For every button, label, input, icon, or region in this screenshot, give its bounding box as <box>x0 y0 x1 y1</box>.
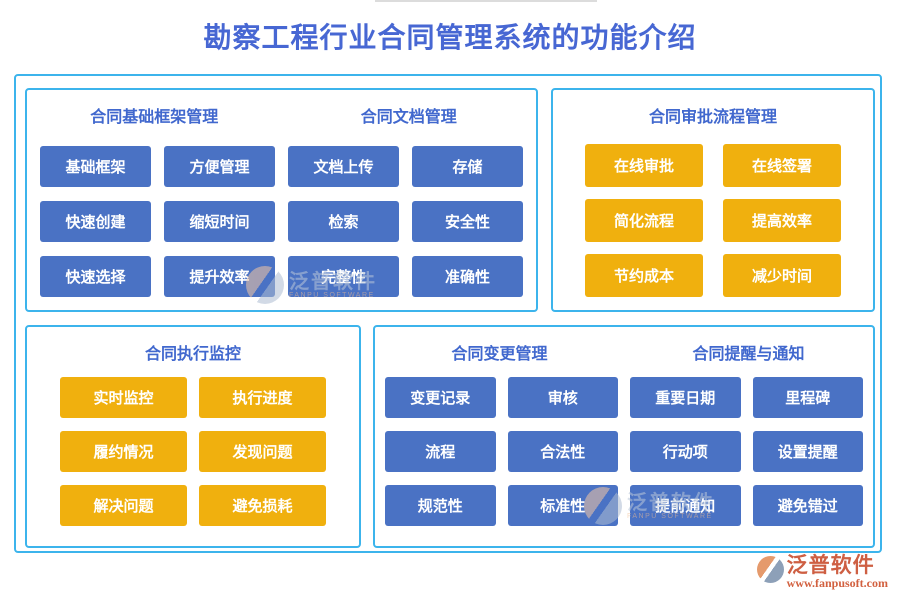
feature-button[interactable]: 标准性 <box>507 485 618 526</box>
feature-button[interactable]: 实时监控 <box>60 377 187 418</box>
feature-button[interactable]: 缩短时间 <box>164 201 275 242</box>
feature-button[interactable]: 里程碑 <box>752 377 863 418</box>
feature-button[interactable]: 审核 <box>507 377 618 418</box>
feature-button[interactable]: 合法性 <box>507 431 618 472</box>
panel-headers: 合同审批流程管理 <box>553 103 873 127</box>
panel-header-change: 合同变更管理 <box>451 346 548 363</box>
panel-execution-monitoring: 合同执行监控 实时监控 执行进度 履约情况 发现问题 解决问题 避免损耗 <box>25 325 361 548</box>
panel-framework-and-docs: 合同基础框架管理 合同文档管理 基础框架 方便管理 文档上传 存储 快速创建 缩… <box>25 88 538 312</box>
feature-button[interactable]: 节约成本 <box>585 254 703 297</box>
panel-approval-flow: 合同审批流程管理 在线审批 在线签署 简化流程 提高效率 节约成本 减少时间 <box>551 88 875 312</box>
feature-button[interactable]: 避免损耗 <box>199 485 326 526</box>
outer-frame <box>14 74 882 553</box>
feature-button[interactable]: 简化流程 <box>585 199 703 242</box>
feature-button[interactable]: 发现问题 <box>199 431 326 472</box>
panel-header-reminders: 合同提醒与通知 <box>692 346 805 363</box>
feature-button[interactable]: 提前通知 <box>630 485 741 526</box>
feature-button[interactable]: 设置提醒 <box>752 431 863 472</box>
feature-button[interactable]: 存储 <box>412 146 523 187</box>
feature-button[interactable]: 执行进度 <box>199 377 326 418</box>
feature-grid: 基础框架 方便管理 文档上传 存储 快速创建 缩短时间 检索 安全性 快速选择 … <box>40 146 523 297</box>
feature-button[interactable]: 规范性 <box>385 485 496 526</box>
feature-button[interactable]: 提高效率 <box>723 199 841 242</box>
panel-header-docs: 合同文档管理 <box>360 109 457 126</box>
feature-button[interactable]: 履约情况 <box>60 431 187 472</box>
feature-button[interactable]: 检索 <box>288 201 399 242</box>
feature-button[interactable]: 快速选择 <box>40 256 151 297</box>
feature-button[interactable]: 准确性 <box>412 256 523 297</box>
feature-button[interactable]: 安全性 <box>412 201 523 242</box>
top-divider <box>375 0 597 2</box>
feature-grid: 变更记录 审核 重要日期 里程碑 流程 合法性 行动项 设置提醒 规范性 标准性… <box>385 377 863 526</box>
logo-url[interactable]: www.fanpusoft.com <box>786 576 888 590</box>
feature-button[interactable]: 在线审批 <box>585 144 703 187</box>
fanpu-logo-icon <box>756 556 784 583</box>
feature-button[interactable]: 在线签署 <box>723 144 841 187</box>
panel-headers: 合同变更管理 合同提醒与通知 <box>375 340 873 364</box>
feature-button[interactable]: 避免错过 <box>752 485 863 526</box>
feature-grid: 在线审批 在线签署 简化流程 提高效率 节约成本 减少时间 <box>585 144 841 297</box>
panel-change-and-reminders: 合同变更管理 合同提醒与通知 变更记录 审核 重要日期 里程碑 流程 合法性 行… <box>373 325 875 548</box>
feature-button[interactable]: 快速创建 <box>40 201 151 242</box>
panel-headers: 合同执行监控 <box>27 340 359 364</box>
feature-button[interactable]: 文档上传 <box>288 146 399 187</box>
feature-button[interactable]: 重要日期 <box>630 377 741 418</box>
panel-headers: 合同基础框架管理 合同文档管理 <box>27 103 536 127</box>
feature-button[interactable]: 变更记录 <box>385 377 496 418</box>
feature-button[interactable]: 完整性 <box>288 256 399 297</box>
feature-button[interactable]: 提升效率 <box>164 256 275 297</box>
feature-button[interactable]: 行动项 <box>630 431 741 472</box>
page-title: 勘察工程行业合同管理系统的功能介绍 <box>203 22 697 53</box>
panel-header-monitoring: 合同执行监控 <box>144 346 241 363</box>
panel-header-approval: 合同审批流程管理 <box>648 109 777 126</box>
feature-button[interactable]: 方便管理 <box>164 146 275 187</box>
logo-name: 泛普软件 <box>786 554 875 577</box>
feature-grid: 实时监控 执行进度 履约情况 发现问题 解决问题 避免损耗 <box>60 377 326 526</box>
feature-button[interactable]: 流程 <box>385 431 496 472</box>
fanpu-logo[interactable]: 泛普软件 www.fanpusoft.com <box>756 554 888 590</box>
panel-header-framework: 合同基础框架管理 <box>90 109 219 126</box>
feature-button[interactable]: 减少时间 <box>723 254 841 297</box>
feature-button[interactable]: 解决问题 <box>60 485 187 526</box>
feature-button[interactable]: 基础框架 <box>40 146 151 187</box>
